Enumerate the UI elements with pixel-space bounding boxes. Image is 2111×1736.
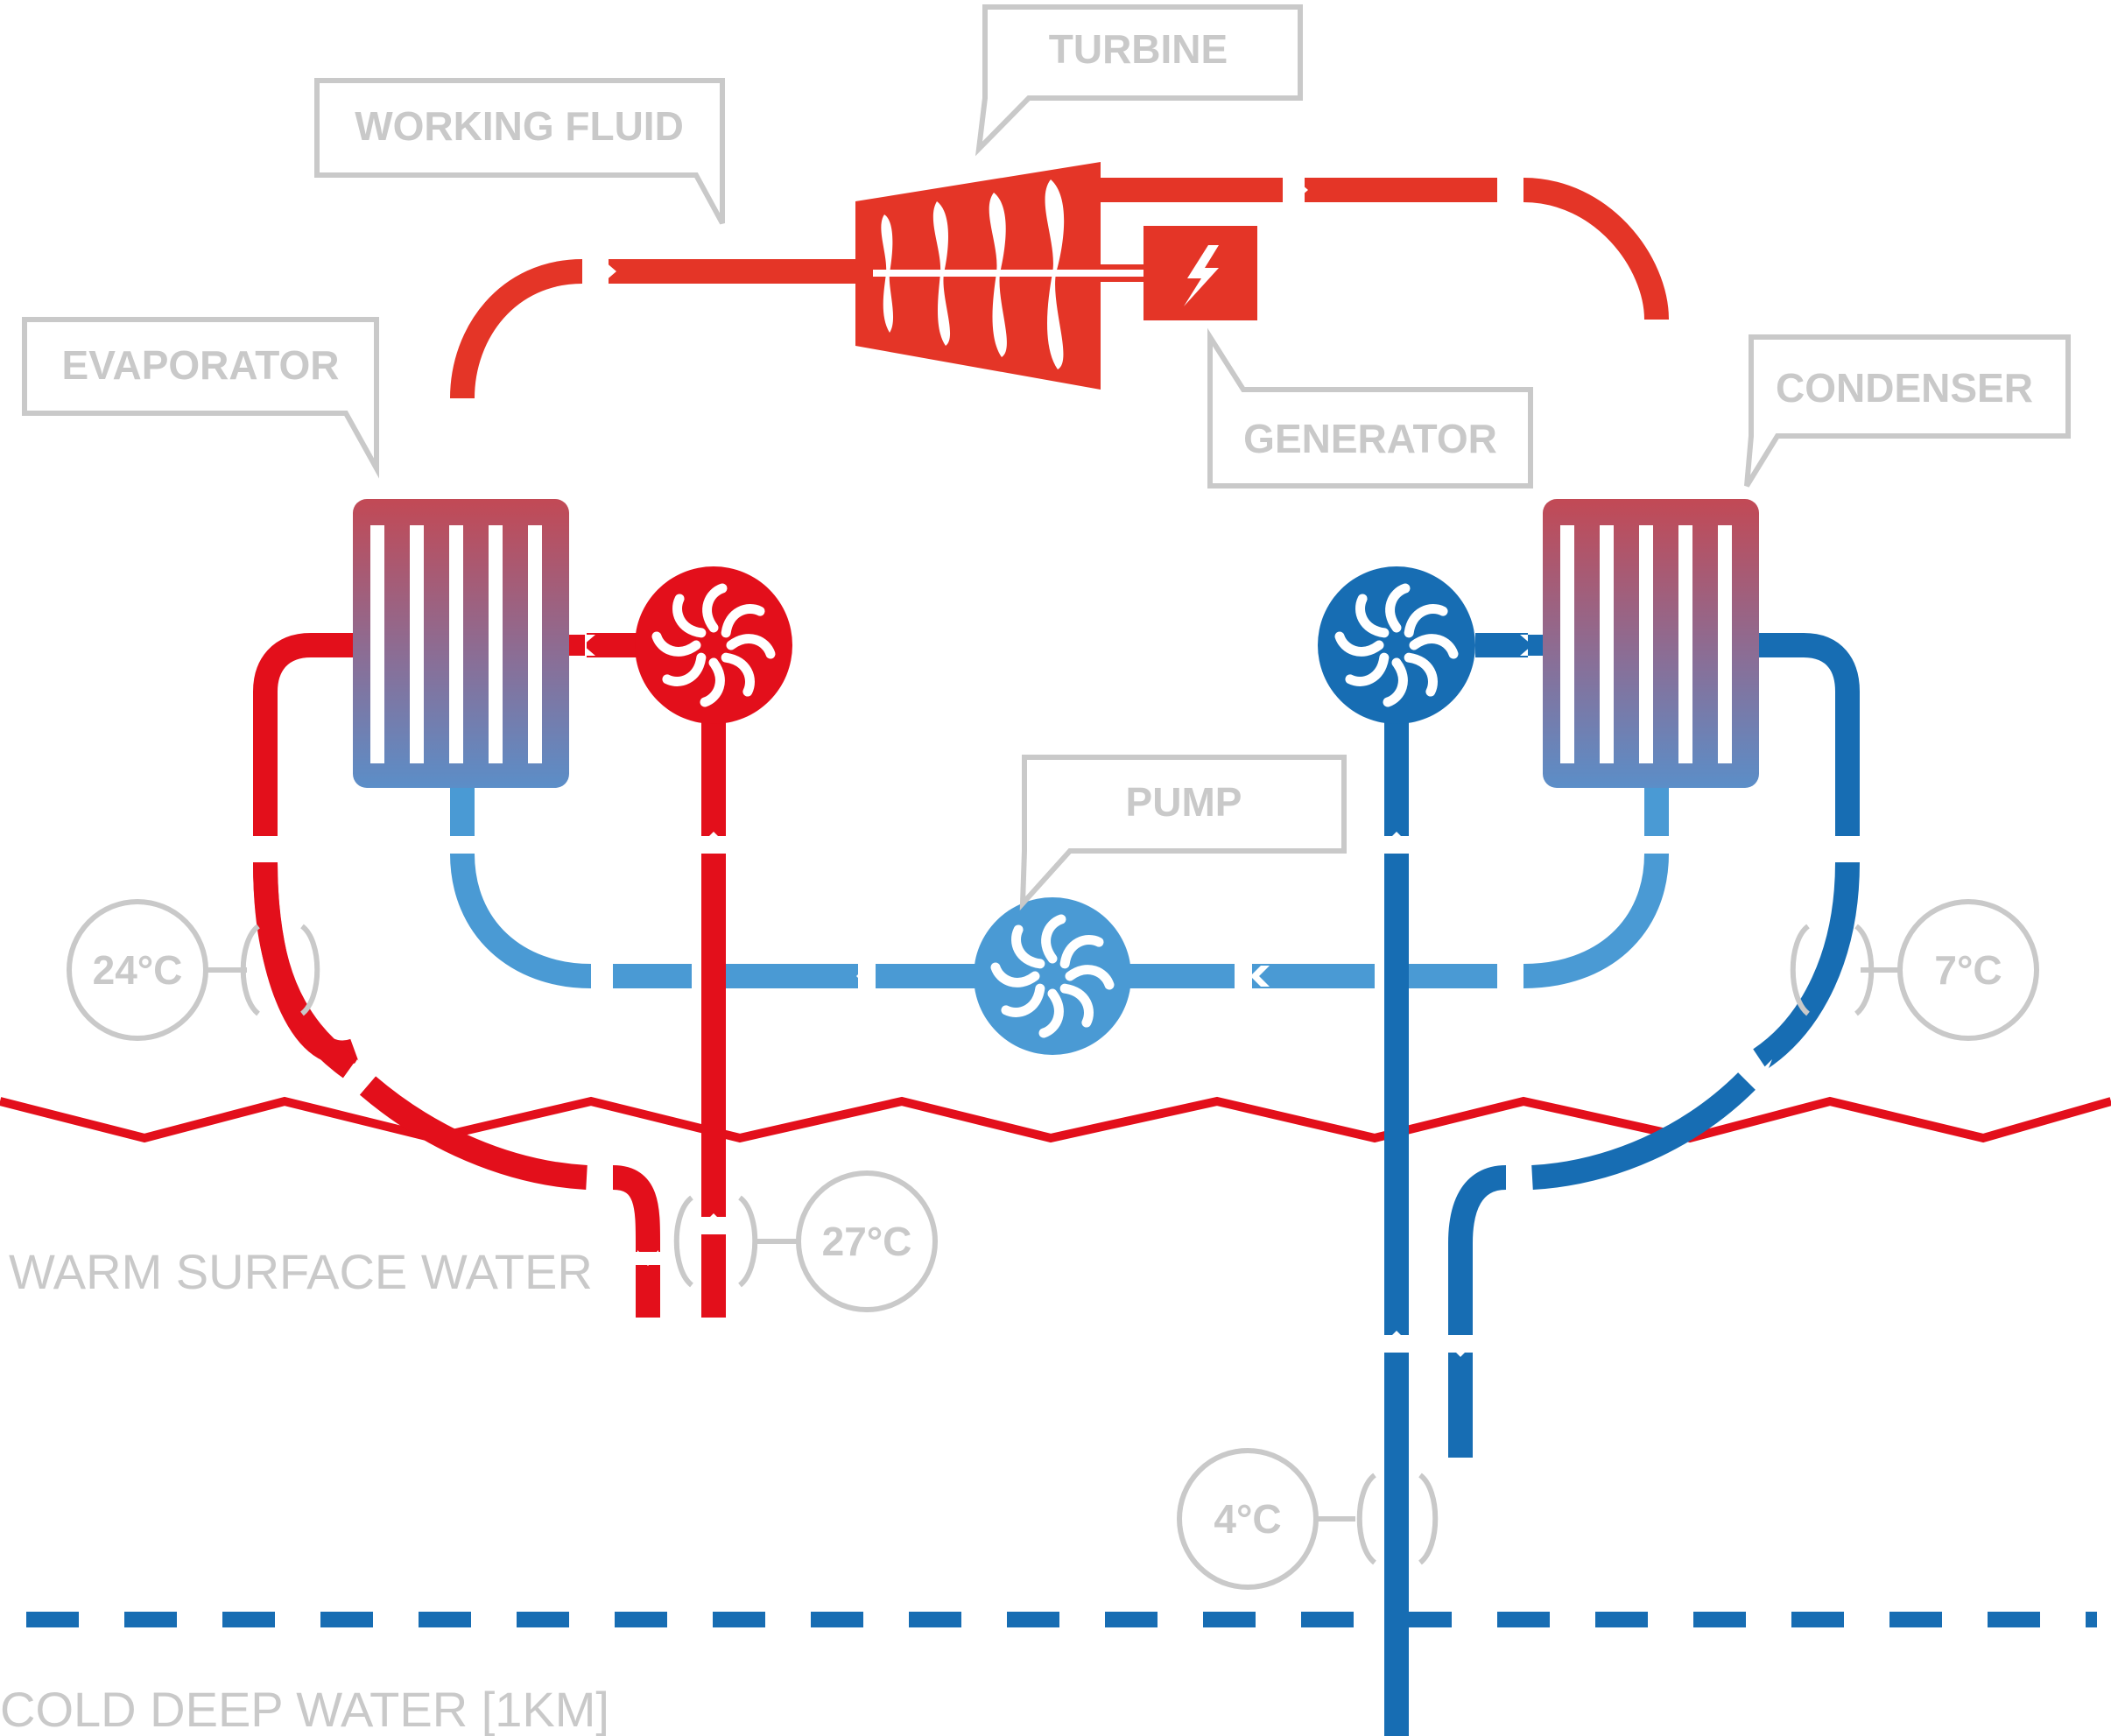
cold-deep-water-label: COLD DEEP WATER [1KM]	[0, 1682, 609, 1736]
evaporator-callout-box	[22, 317, 379, 479]
cold-water-circuit	[1384, 633, 1860, 1736]
turbine-blade-icon	[881, 179, 1065, 369]
evaporator-label: EVAPORATOR	[62, 342, 340, 388]
temp-label-7: 7°C	[1934, 947, 2002, 993]
temp-gauge-7	[1790, 899, 2039, 1041]
warm-water-pump	[635, 566, 792, 724]
warm-water-circuit	[253, 633, 726, 1318]
working-fluid-label: WORKING FLUID	[355, 103, 684, 149]
warm-surface-water-label: WARM SURFACE WATER	[9, 1244, 593, 1299]
evaporator	[353, 499, 569, 788]
pump-impeller-icon	[1334, 583, 1459, 707]
temp-gauge-24	[67, 899, 320, 1041]
temp-gauge-27	[673, 1170, 938, 1312]
temp-label-24: 24°C	[93, 947, 183, 993]
turbine-callout-box	[975, 4, 1303, 157]
generator	[1101, 226, 1257, 320]
condenser-label: CONDENSER	[1776, 365, 2033, 411]
pump-impeller-icon	[651, 583, 776, 707]
vapor-flow-arrows	[452, 179, 1667, 420]
generator-label: GENERATOR	[1243, 416, 1497, 461]
temp-label-4: 4°C	[1214, 1496, 1281, 1542]
turbine-label: TURBINE	[1049, 26, 1228, 72]
heat-exchanger-icon	[370, 525, 542, 763]
liquid-loop	[450, 788, 1669, 988]
temp-gauge-4	[1177, 1448, 1439, 1590]
vapor-loop	[450, 178, 1669, 499]
sea-surface-wave	[0, 1096, 2111, 1143]
pump-callout-box	[1019, 755, 1347, 911]
working-fluid-pump	[974, 897, 1131, 1055]
evaporator-inlet	[569, 635, 585, 656]
condenser	[1543, 499, 1759, 788]
cold-water-pump	[1318, 566, 1475, 724]
temp-label-27: 27°C	[822, 1219, 912, 1264]
liquid-flow-arrows	[452, 837, 1667, 987]
lightning-icon	[1184, 245, 1219, 306]
turbine	[855, 162, 1149, 390]
pump-impeller-icon	[990, 914, 1115, 1038]
generator-callout-box	[1207, 327, 1533, 488]
pump-label: PUMP	[1126, 779, 1242, 825]
working-fluid-callout-box	[314, 78, 725, 225]
heat-exchanger-icon	[1560, 525, 1732, 763]
condenser-callout-box	[1744, 334, 2071, 488]
condenser-inlet	[1528, 635, 1543, 656]
